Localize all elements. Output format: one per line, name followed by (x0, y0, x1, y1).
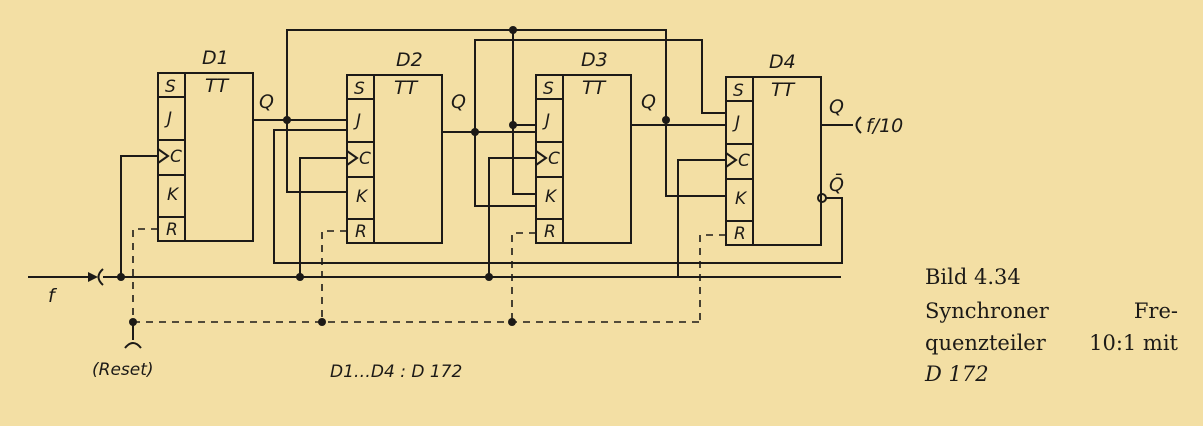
caption-line2a: quenzteiler (925, 331, 1047, 355)
flipflop-d4-output: Q (829, 96, 844, 118)
flipflop-d2-pin-s: S (354, 79, 365, 99)
flipflop-d3-name: D3 (581, 49, 608, 71)
flipflop-d2-name: D2 (396, 49, 423, 71)
flipflop-d3: D3 TT S J C K R Q (535, 49, 656, 244)
flipflop-d2-pin-k: K (356, 187, 369, 207)
input-label: f (48, 285, 58, 307)
flipflop-d4-type: TT (771, 79, 796, 101)
flipflop-d2-pin-r: R (355, 222, 367, 242)
flipflop-d4-pin-r: R (734, 224, 746, 244)
flipflop-d4: D4 TT S J C K R Q Q̄ (725, 51, 844, 246)
flipflop-d1: D1 TT S J C K R Q (157, 47, 274, 242)
figure-caption: Bild 4.34 Synchroner Fre- quenzteiler 10… (924, 265, 1179, 386)
flipflop-d2: D2 TT S J C K R Q (346, 49, 466, 244)
flipflop-d2-pin-c: C (359, 149, 371, 169)
flipflop-d3-pin-j: J (542, 111, 550, 131)
caption-line3: D 172 (924, 362, 989, 386)
flipflop-d1-pin-j: J (164, 109, 172, 129)
flipflop-d4-pin-k: K (735, 189, 748, 209)
flipflop-d4-pin-j: J (732, 113, 740, 133)
circuit-wires (28, 26, 862, 349)
flipflop-d1-pin-r: R (166, 220, 178, 240)
flipflop-d1-pin-s: S (165, 77, 176, 97)
flipflop-d3-output: Q (641, 91, 656, 113)
flipflop-d4-output-inverted: Q̄ (829, 172, 844, 196)
flipflop-d4-name: D4 (769, 51, 796, 73)
flipflop-d3-type: TT (582, 77, 607, 99)
parts-note: D1…D4 : D 172 (330, 362, 462, 382)
flipflop-d1-type: TT (205, 75, 230, 97)
caption-line2b: 10:1 mit (1089, 331, 1178, 355)
flipflop-d2-type: TT (394, 77, 419, 99)
flipflop-d2-output: Q (451, 91, 466, 113)
caption-line1b: Fre- (1134, 299, 1178, 323)
caption-title: Bild 4.34 (925, 265, 1021, 289)
output-label: f/10 (866, 115, 903, 137)
flipflop-d3-pin-s: S (543, 79, 554, 99)
flipflop-d4-pin-c: C (738, 151, 750, 171)
flipflop-d3-pin-k: K (545, 187, 558, 207)
reset-label: (Reset) (92, 360, 154, 380)
flipflop-d2-pin-j: J (353, 111, 361, 131)
caption-line1a: Synchroner (925, 299, 1050, 323)
flipflop-d1-name: D1 (202, 47, 229, 69)
flipflop-d3-pin-c: C (548, 149, 560, 169)
flipflop-d4-pin-s: S (733, 81, 744, 101)
flipflop-d1-pin-k: K (167, 185, 180, 205)
flipflop-d1-pin-c: C (170, 147, 182, 167)
flipflop-d1-output: Q (259, 91, 274, 113)
flipflop-d3-pin-r: R (544, 222, 556, 242)
